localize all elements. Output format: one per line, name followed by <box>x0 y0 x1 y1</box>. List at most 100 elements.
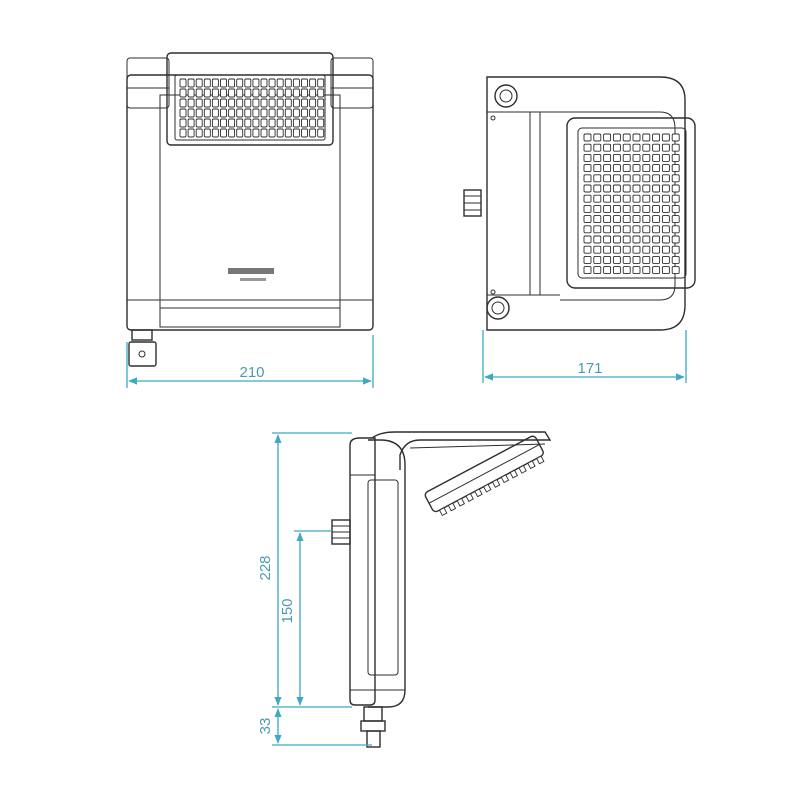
nozzle-cell <box>220 108 227 118</box>
nozzle-cell <box>284 118 292 128</box>
nozzle-cell <box>244 88 252 98</box>
nozzle-cell <box>603 255 612 264</box>
nozzle-cell <box>612 225 621 234</box>
nozzle-cell <box>179 128 187 138</box>
nozzle-cell <box>632 255 641 264</box>
nozzle-cell <box>211 88 219 98</box>
nozzle-cell <box>593 143 602 152</box>
nozzle-cell <box>593 255 602 264</box>
dim-label-171: 171 <box>577 360 602 377</box>
nozzle-cell <box>195 118 203 128</box>
nozzle-cell <box>632 143 641 152</box>
nozzle-cell <box>309 98 317 108</box>
nozzle-cell <box>220 88 227 98</box>
nozzle-cell <box>211 128 219 138</box>
nozzle-cell <box>593 215 602 224</box>
nozzle-cell <box>661 133 670 142</box>
nozzle-cell <box>244 98 252 108</box>
nozzle-cell <box>284 108 292 118</box>
nozzle-cell <box>603 215 612 224</box>
nozzle-cell <box>187 98 195 108</box>
nozzle-cell <box>268 118 276 128</box>
nozzle-cell <box>309 108 317 118</box>
nozzle-cell <box>244 118 252 128</box>
nozzle-cell <box>632 164 641 173</box>
nozzle-cell <box>622 266 631 275</box>
nozzle-cell <box>593 245 602 254</box>
nozzle-cell <box>317 108 325 118</box>
top-view <box>463 76 696 331</box>
nozzle-cell <box>187 108 195 118</box>
nozzle-cell <box>195 88 203 98</box>
nozzle-cell <box>583 255 592 264</box>
nozzle-cell <box>622 235 631 244</box>
side-nozzle <box>465 493 474 502</box>
side-nozzle <box>518 464 527 474</box>
nozzle-cell <box>622 215 631 224</box>
nozzle-cell <box>642 266 651 275</box>
nozzle-cell <box>292 108 300 118</box>
nozzle-cell <box>632 266 641 275</box>
nozzle-cell <box>284 88 292 98</box>
nozzle-cell <box>593 153 602 162</box>
nozzle-cell <box>260 88 268 98</box>
nozzle-cell <box>187 88 195 98</box>
nozzle-cell <box>593 225 602 234</box>
nozzle-cell <box>211 78 219 88</box>
nozzle-cell <box>284 98 292 108</box>
nozzle-cell <box>244 128 252 138</box>
nozzle-cell <box>652 266 661 275</box>
nozzle-cell <box>612 235 621 244</box>
nozzle-cell <box>583 164 592 173</box>
nozzle-cell <box>276 118 284 128</box>
nozzle-cell <box>661 215 670 224</box>
nozzle-cell <box>603 174 612 183</box>
nozzle-cell <box>612 153 621 162</box>
nozzle-cell <box>603 133 612 142</box>
nozzle-cell <box>642 153 651 162</box>
nozzle-cell <box>203 78 211 88</box>
nozzle-cell <box>661 225 670 234</box>
nozzle-cell <box>671 204 680 213</box>
nozzle-cell <box>661 184 670 193</box>
side-view <box>331 431 552 748</box>
nozzle-cell <box>671 245 680 254</box>
top-nozzle-grid <box>583 133 680 275</box>
nozzle-cell <box>642 184 651 193</box>
nozzle-cell <box>187 78 195 88</box>
nozzle-cell <box>260 98 268 108</box>
nozzle-cell <box>583 184 592 193</box>
nozzle-cell <box>236 98 244 108</box>
nozzle-cell <box>593 266 602 275</box>
nozzle-cell <box>583 153 592 162</box>
nozzle-cell <box>652 225 661 234</box>
nozzle-cell <box>603 143 612 152</box>
nozzle-cell <box>652 133 661 142</box>
nozzle-cell <box>661 153 670 162</box>
nozzle-cell <box>593 204 602 213</box>
nozzle-cell <box>211 98 219 108</box>
nozzle-cell <box>179 88 187 98</box>
dim-label-150: 150 <box>279 598 296 623</box>
nozzle-cell <box>211 108 219 118</box>
nozzle-cell <box>583 174 592 183</box>
nozzle-cell <box>583 245 592 254</box>
nozzle-cell <box>603 204 612 213</box>
nozzle-cell <box>642 215 651 224</box>
nozzle-cell <box>603 153 612 162</box>
nozzle-cell <box>292 98 300 108</box>
nozzle-cell <box>301 108 308 118</box>
brand-logo <box>228 268 274 274</box>
nozzle-cell <box>642 174 651 183</box>
nozzle-cell <box>671 255 680 264</box>
nozzle-cell <box>260 78 268 88</box>
nozzle-cell <box>260 128 268 138</box>
nozzle-cell <box>661 143 670 152</box>
nozzle-cell <box>622 184 631 193</box>
nozzle-cell <box>632 184 641 193</box>
nozzle-cell <box>622 225 631 234</box>
nozzle-cell <box>252 118 260 128</box>
nozzle-cell <box>652 143 661 152</box>
nozzle-cell <box>671 184 680 193</box>
